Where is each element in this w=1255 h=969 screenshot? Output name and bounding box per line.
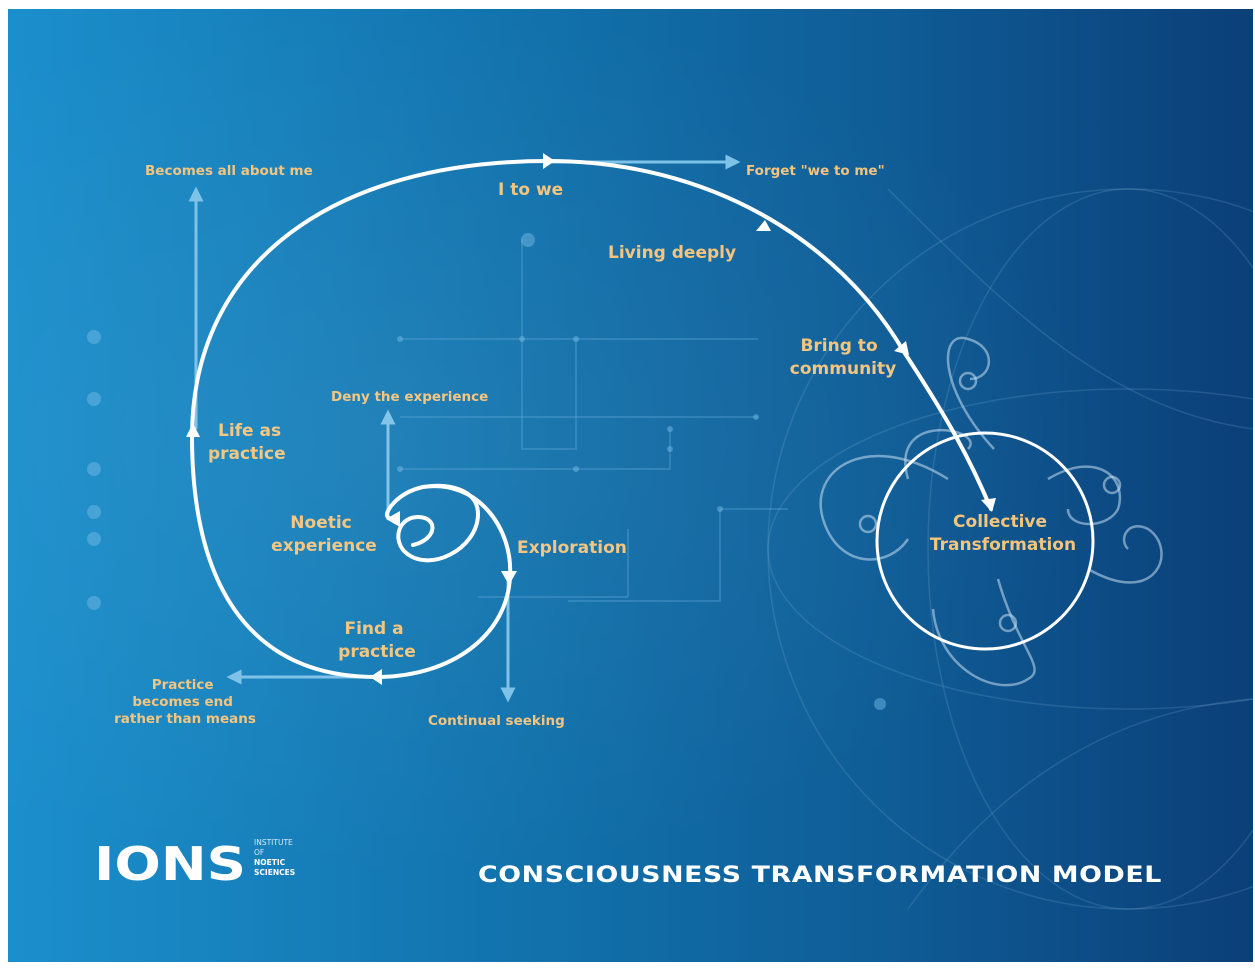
label-i-to-we: I to we [498, 180, 563, 200]
label-collective-transformation: Collective Transformation [930, 512, 1076, 555]
model-diagram: Noetic experience Exploration Find a pra… [87, 153, 1253, 910]
logo-line-1: INSTITUTE [254, 838, 293, 847]
label-continual-seeking: Continual seeking [428, 713, 565, 729]
circuit-decoration [400, 239, 788, 602]
label-find-a-practice: Find a practice [338, 619, 416, 662]
label-practice-end: Practice becomes end rather than means [114, 677, 256, 727]
label-life-as-practice: Life as practice [208, 421, 287, 464]
label-living-deeply: Living deeply [608, 243, 736, 263]
ions-logo: IONS INSTITUTE OF NOETIC SCIENCES [94, 837, 295, 891]
label-forget-we-to-me: Forget "we to me" [746, 163, 885, 179]
logo-line-3: NOETIC [254, 858, 286, 867]
label-becomes-all-about-me: Becomes all about me [145, 163, 313, 179]
label-bring-to-community: Bring to community [790, 336, 896, 379]
logo-line-4: SCIENCES [254, 868, 295, 877]
logo-mark: IONS [94, 837, 246, 891]
flower-ornament [819, 336, 1163, 687]
arrowhead-noetic [386, 511, 400, 527]
globe-decoration [767, 188, 1253, 910]
arrowhead-exploration [501, 571, 517, 585]
label-exploration: Exploration [517, 538, 627, 558]
arrowhead-i-to-we [543, 153, 555, 169]
logo-line-2: OF [254, 848, 264, 857]
arrowhead-find-practice [370, 669, 382, 685]
circuit-dots [87, 233, 886, 710]
collective-circle [875, 431, 1095, 651]
main-spiral [189, 158, 993, 680]
label-deny-the-experience: Deny the experience [331, 389, 488, 405]
spiral-arrowheads [186, 153, 996, 685]
arrowhead-life-as-practice [186, 423, 200, 437]
arrowhead-bring-community [894, 341, 909, 355]
label-noetic-experience: Noetic experience [271, 513, 377, 556]
arrowhead-living-deeply [756, 220, 771, 231]
diagram-canvas: Noetic experience Exploration Find a pra… [8, 9, 1253, 962]
model-title: CONSCIOUSNESS TRANSFORMATION MODEL [478, 862, 1162, 888]
arrowhead-collective [981, 498, 996, 512]
